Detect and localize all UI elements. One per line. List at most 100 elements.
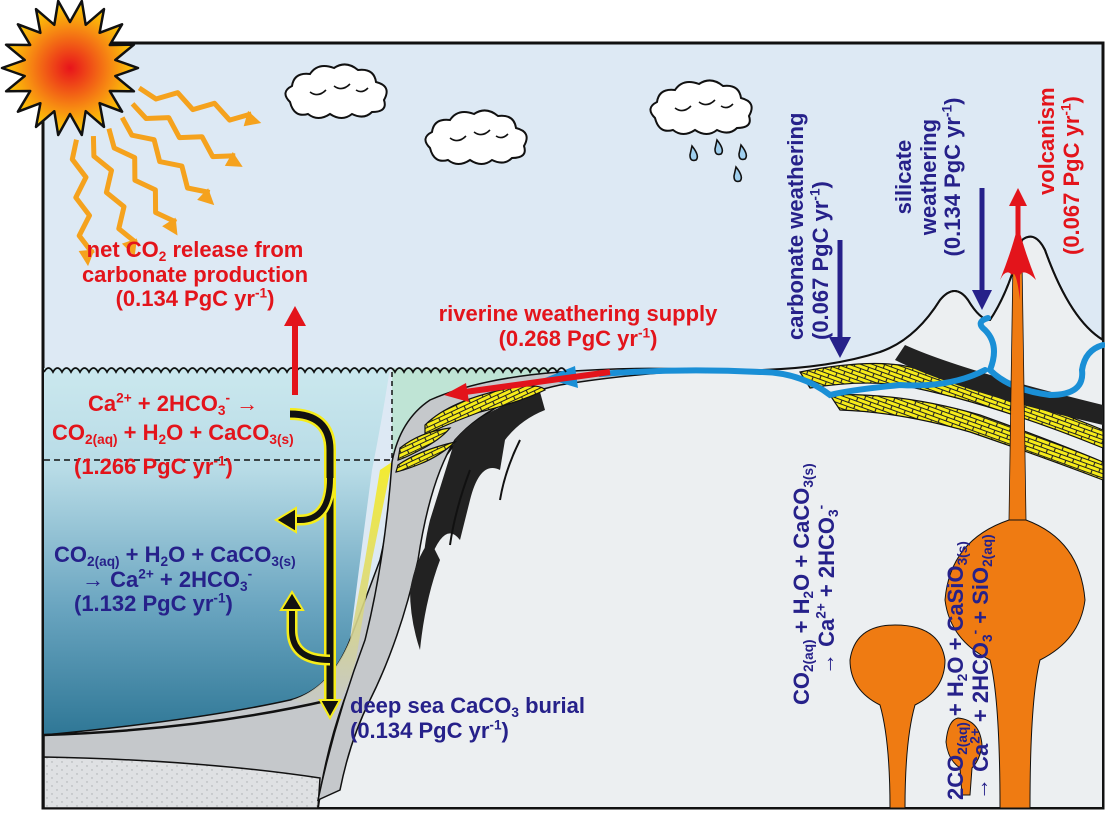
reaction-arrow: → xyxy=(230,391,259,416)
subscript: 2(aq) xyxy=(87,554,120,570)
volcanism-arrow xyxy=(1009,188,1027,260)
flux-value: (0.134 PgC yr-1) xyxy=(350,717,585,744)
carbonate-weathering-arrow xyxy=(829,240,851,358)
sun-icon xyxy=(0,0,140,137)
label-text: + H xyxy=(119,542,161,567)
superscript: - xyxy=(225,390,230,406)
sun-rays xyxy=(69,85,262,267)
sun-ray xyxy=(106,127,178,225)
shelf-water xyxy=(392,368,560,460)
continental-slope xyxy=(316,367,701,802)
label-text: Ca xyxy=(967,743,993,772)
sun-ray-arrowhead xyxy=(243,110,262,127)
carbonate-weathering-reaction: CO2(aq) + H2O + CaCO3(s) → Ca2+ + 2HCO3- xyxy=(789,463,841,705)
label-text: Ca xyxy=(110,566,139,592)
silicate-weathering-label: silicate weathering (0.134 PgC yr-1) xyxy=(891,82,966,272)
label-text: riverine weathering supply xyxy=(438,301,718,326)
sun-ray xyxy=(137,85,253,123)
value-text: ) xyxy=(267,286,275,312)
subscript: 3 xyxy=(825,509,841,517)
value-text: ) xyxy=(501,717,509,743)
carbonate-lens xyxy=(395,440,458,473)
cloud-detail xyxy=(309,83,369,96)
flux-value: (0.268 PgC yr-1) xyxy=(398,325,758,352)
deep-sediments xyxy=(43,756,321,809)
label-text: + H xyxy=(117,419,159,445)
slope-black-layer xyxy=(423,392,545,590)
raindrop-icon xyxy=(689,144,699,162)
flux-value: (1.132 PgC yr-1) xyxy=(54,590,334,617)
flux-value: (0.067 PgC yr-1) xyxy=(807,113,834,340)
magma-chamber-large xyxy=(944,519,1086,809)
subscript: 3 xyxy=(979,634,995,642)
sun-ray-arrowhead xyxy=(162,217,178,236)
land-black-stratum xyxy=(895,345,1103,425)
net-co2-release-label: net CO2 release from carbonate productio… xyxy=(40,237,350,312)
label-text: deep sea CaCO xyxy=(350,693,512,718)
label-text: O + CaCO xyxy=(168,542,272,567)
label-text: CO xyxy=(52,419,85,445)
superscript: 2+ xyxy=(138,566,154,582)
label-text: weathering xyxy=(915,118,941,236)
sun-ray xyxy=(90,136,138,245)
value-text: ) xyxy=(225,591,233,617)
carbonate-cycle-arrows xyxy=(274,408,342,721)
subscript: 3 xyxy=(240,578,248,594)
label-text: CO xyxy=(54,542,87,567)
subscript: 2 xyxy=(158,431,167,447)
superscript: 2+ xyxy=(967,728,983,744)
label-text: Ca xyxy=(88,391,117,416)
superscript: 2+ xyxy=(813,603,829,619)
superscript: -1 xyxy=(807,188,823,201)
subscript: 2 xyxy=(158,249,167,265)
value-text: (1.266 PgC yr xyxy=(74,454,214,480)
label-text: O + CaCO xyxy=(166,419,270,445)
superscript: - xyxy=(813,504,829,510)
superscript: - xyxy=(967,629,983,635)
flux-value: (0.134 PgC yr-1) xyxy=(940,82,966,272)
label-text: volcanism xyxy=(1034,87,1059,195)
land-carbonate-strata xyxy=(828,394,1104,481)
subscript: 2(aq) xyxy=(85,431,118,447)
superscript: 2+ xyxy=(116,390,132,406)
net-co2-release-arrow xyxy=(284,306,306,395)
carbonate-weathering-label: carbonate weathering (0.067 PgC yr-1) xyxy=(783,113,834,340)
label-text: + SiO xyxy=(967,566,993,630)
slope-black-layer xyxy=(410,540,440,650)
label-text: burial xyxy=(518,693,585,718)
subscript: 3 xyxy=(217,403,226,419)
subscript: 2 xyxy=(160,554,169,570)
value-text: ) xyxy=(940,97,966,105)
superscript: -1 xyxy=(637,325,651,341)
label-text: carbonate production xyxy=(81,261,309,287)
reaction-arrow: → xyxy=(813,646,839,675)
label-text: silicate xyxy=(891,139,916,215)
subscript: 3(s) xyxy=(269,431,294,447)
flux-value: (0.134 PgC yr-1) xyxy=(40,285,350,312)
sun-body xyxy=(0,0,140,137)
value-text: (0.268 PgC yr xyxy=(498,325,638,351)
deep-sea-burial-label: deep sea CaCO3 burial (0.134 PgC yr-1) xyxy=(350,693,585,744)
superscript: -1 xyxy=(254,285,268,301)
ocean-floor-line xyxy=(43,698,331,737)
cloud-body xyxy=(649,79,753,135)
label-text: + H xyxy=(943,681,968,723)
carbonate-burial-zone xyxy=(292,462,392,712)
label-text: + 2HCO xyxy=(813,517,839,604)
flux-value: (0.067 PgC yr-1) xyxy=(1058,87,1085,255)
label-text: + H xyxy=(789,598,814,640)
carbonate-lens xyxy=(397,427,452,461)
value-text: ) xyxy=(807,181,833,189)
magma-chamber-small xyxy=(945,717,983,796)
sun-ray-arrowhead xyxy=(121,238,138,257)
mountain-outline xyxy=(879,235,1104,353)
reaction-arrow: → xyxy=(82,566,111,592)
riverine-supply-arrow xyxy=(444,369,611,402)
superscript: -1 xyxy=(213,453,226,469)
sun-ray-arrowhead xyxy=(78,249,95,267)
subscript: 3 xyxy=(511,705,519,721)
superscript: -1 xyxy=(213,590,226,606)
value-text: (1.132 PgC yr xyxy=(74,591,214,617)
value-text: (0.134 PgC yr xyxy=(350,717,490,743)
